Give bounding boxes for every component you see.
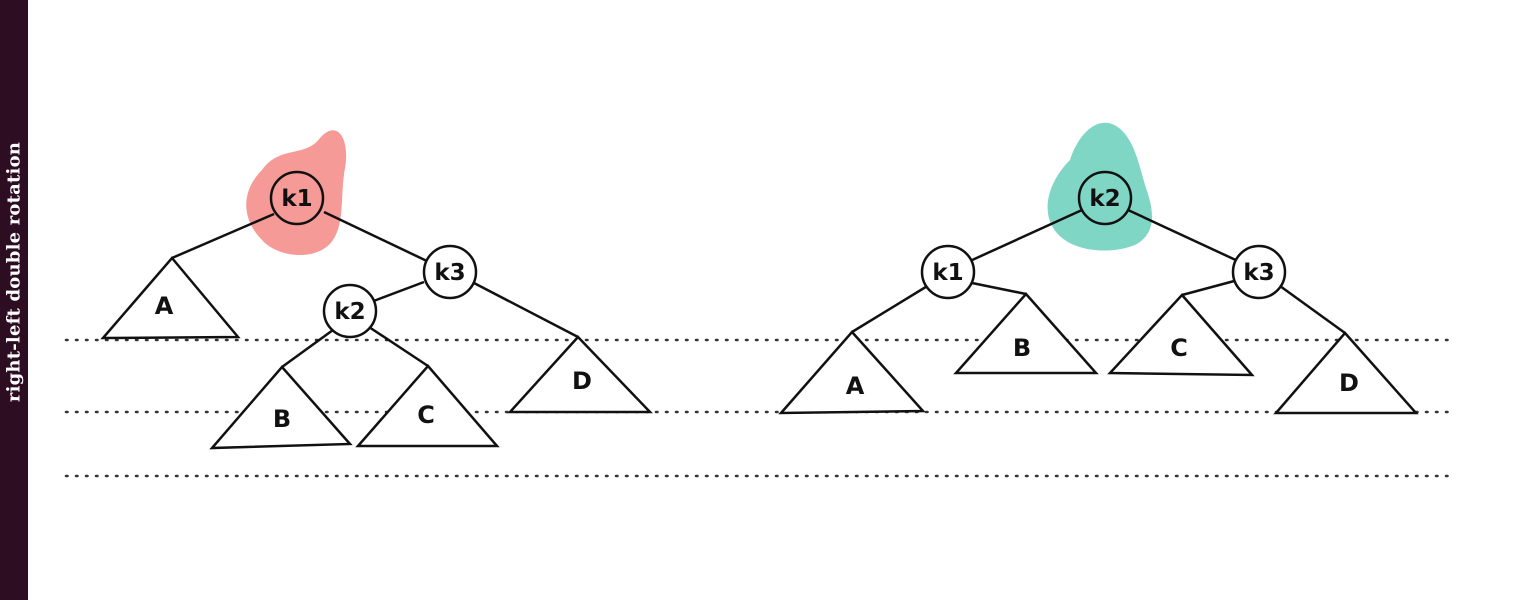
sidebar: right-left double rotation [0,0,28,600]
after-node-k2 [1077,170,1133,226]
before-subtree-label-C: C [417,401,435,429]
before-subtree-label-B: B [273,405,291,433]
after-node-label-k2: k2 [1089,186,1120,212]
after-subtree-C [1107,293,1255,377]
after-node-k1 [920,244,976,300]
edge-k1-B-after [971,281,1027,296]
after-tree: A B C D k2 k1 k3 [778,122,1419,415]
before-edges [171,210,579,369]
after-node-label-k1: k1 [932,260,963,286]
before-subtree-A [100,256,241,340]
before-node-label-k1: k1 [281,186,312,212]
before-node-k3 [422,244,478,300]
after-subtree-A [778,330,926,415]
before-subtree-B [209,365,353,450]
after-subtree-label-C: C [1170,334,1188,362]
edge-k3-C-after [1181,278,1239,297]
edge-k3-k2 [370,280,425,304]
before-subtree-D [507,335,653,414]
edge-k2-C [368,325,429,368]
after-nodes [920,170,1287,300]
before-subtree-label-D: D [572,367,592,395]
after-highlight-blob [1047,122,1153,251]
before-subtree-label-A: A [155,292,174,320]
edge-k2-k3 [1127,208,1241,264]
before-node-k1 [269,170,325,226]
edge-k3-D [473,281,579,339]
after-subtree-B [953,292,1099,375]
before-highlight-blob [246,130,347,256]
before-subtrees [100,256,653,450]
edge-k1-k3 [323,210,430,264]
after-node-k3 [1231,244,1287,300]
after-edges [851,208,1346,335]
before-node-label-k3: k3 [434,260,465,286]
after-subtree-label-B: B [1013,334,1031,362]
after-node-label-k3: k3 [1243,260,1274,286]
after-subtree-D [1273,331,1419,415]
before-tree: A B C D k1 k3 k2 [100,130,653,450]
edge-k1-A-after [851,283,930,334]
edge-k3-D-after [1279,284,1346,335]
edge-k1-A [171,212,275,260]
after-subtree-label-A: A [846,372,865,400]
before-subtree-C [355,364,500,448]
before-nodes [269,170,478,339]
before-node-k2 [322,283,378,339]
edge-k2-B [281,328,334,369]
before-node-label-k2: k2 [334,299,365,325]
after-subtree-label-D: D [1339,369,1359,397]
edge-k2-k1 [969,208,1083,263]
after-subtrees [778,292,1419,415]
